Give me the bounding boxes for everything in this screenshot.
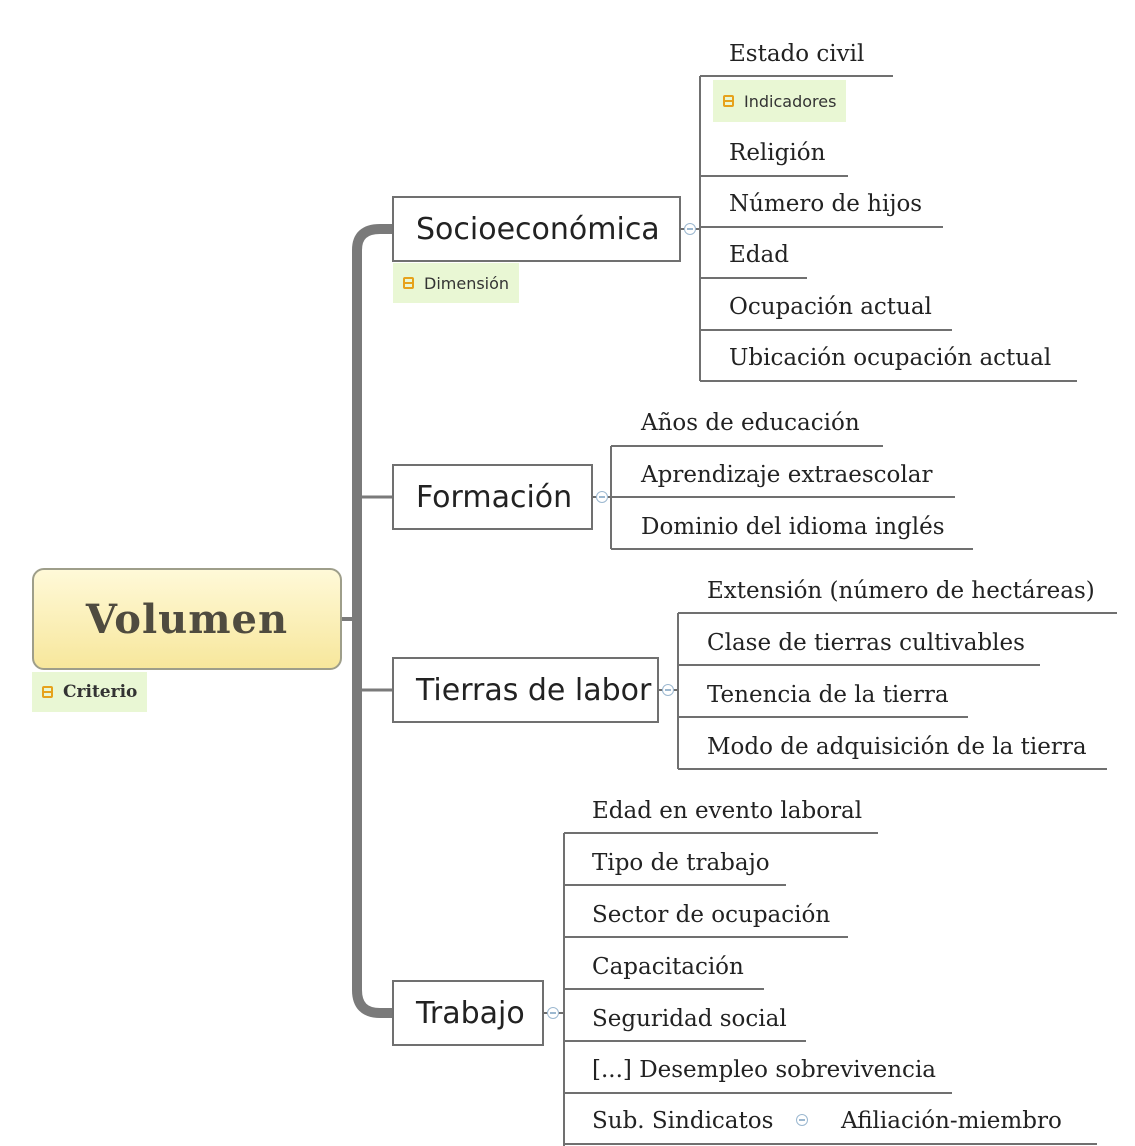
collapse-formacion-icon[interactable]	[596, 491, 608, 503]
leaf-desempleo[interactable]: [...] Desempleo sobrevivencia	[592, 1057, 937, 1083]
branch-tierras-de-labor[interactable]: Tierras de labor	[392, 657, 659, 723]
leaf-sub-sindicatos[interactable]: Sub. Sindicatos	[592, 1108, 774, 1134]
criterio-tag: Criterio	[32, 672, 148, 712]
collapse-trabajo-icon[interactable]	[547, 1007, 559, 1019]
main-trunk-vertical	[352, 224, 397, 1018]
leaf-estado-civil[interactable]: Estado civil	[729, 41, 865, 67]
indicadores-tag: Indicadores	[713, 80, 847, 122]
leaf-extension[interactable]: Extensión (número de hectáreas)	[707, 578, 1095, 604]
leaf-edad[interactable]: Edad	[729, 242, 789, 268]
branch-label: Formación	[416, 479, 573, 515]
leaf-seguridad-social[interactable]: Seguridad social	[592, 1006, 787, 1032]
branch-label: Tierras de labor	[416, 672, 652, 708]
leaf-edad-evento-laboral[interactable]: Edad en evento laboral	[592, 798, 863, 824]
branch-formacion[interactable]: Formación	[392, 464, 593, 530]
leaf-tipo-trabajo[interactable]: Tipo de trabajo	[592, 850, 770, 876]
root-label: Volumen	[85, 595, 289, 643]
collapse-tierras-icon[interactable]	[662, 684, 674, 696]
criterio-tag-label: Criterio	[63, 682, 138, 702]
label-icon	[723, 95, 734, 107]
branch-label: Trabajo	[416, 995, 525, 1031]
branch-socioeconomica[interactable]: Socioeconómica	[392, 196, 681, 262]
leaf-anos-educacion[interactable]: Años de educación	[641, 410, 860, 436]
leaf-tenencia[interactable]: Tenencia de la tierra	[707, 682, 949, 708]
leaf-aprendizaje[interactable]: Aprendizaje extraescolar	[641, 462, 933, 488]
leaf-clase-tierras[interactable]: Clase de tierras cultivables	[707, 630, 1025, 656]
root-topic[interactable]: Volumen	[32, 568, 342, 670]
leaf-modo-adquisicion[interactable]: Modo de adquisición de la tierra	[707, 734, 1087, 760]
indicadores-tag-label: Indicadores	[744, 91, 837, 111]
leaf-numero-hijos[interactable]: Número de hijos	[729, 191, 923, 217]
collapse-sindicatos-icon[interactable]	[796, 1114, 808, 1126]
branch-trabajo[interactable]: Trabajo	[392, 980, 544, 1046]
leaf-afiliacion-miembro[interactable]: Afiliación-miembro	[841, 1108, 1062, 1134]
branch-label: Socioeconómica	[416, 211, 660, 247]
leaf-religion[interactable]: Religión	[729, 140, 826, 166]
label-icon	[403, 277, 414, 289]
dimension-tag: Dimensión	[393, 263, 520, 303]
leaf-dominio-ingles[interactable]: Dominio del idioma inglés	[641, 514, 945, 540]
leaf-ubicacion-ocupacion[interactable]: Ubicación ocupación actual	[729, 345, 1052, 371]
collapse-socioeconomica-icon[interactable]	[684, 223, 696, 235]
leaf-capacitacion[interactable]: Capacitación	[592, 954, 744, 980]
leaf-sector-ocupacion[interactable]: Sector de ocupación	[592, 902, 831, 928]
leaf-ocupacion-actual[interactable]: Ocupación actual	[729, 294, 932, 320]
dimension-tag-label: Dimensión	[424, 273, 510, 293]
label-icon	[42, 686, 53, 698]
